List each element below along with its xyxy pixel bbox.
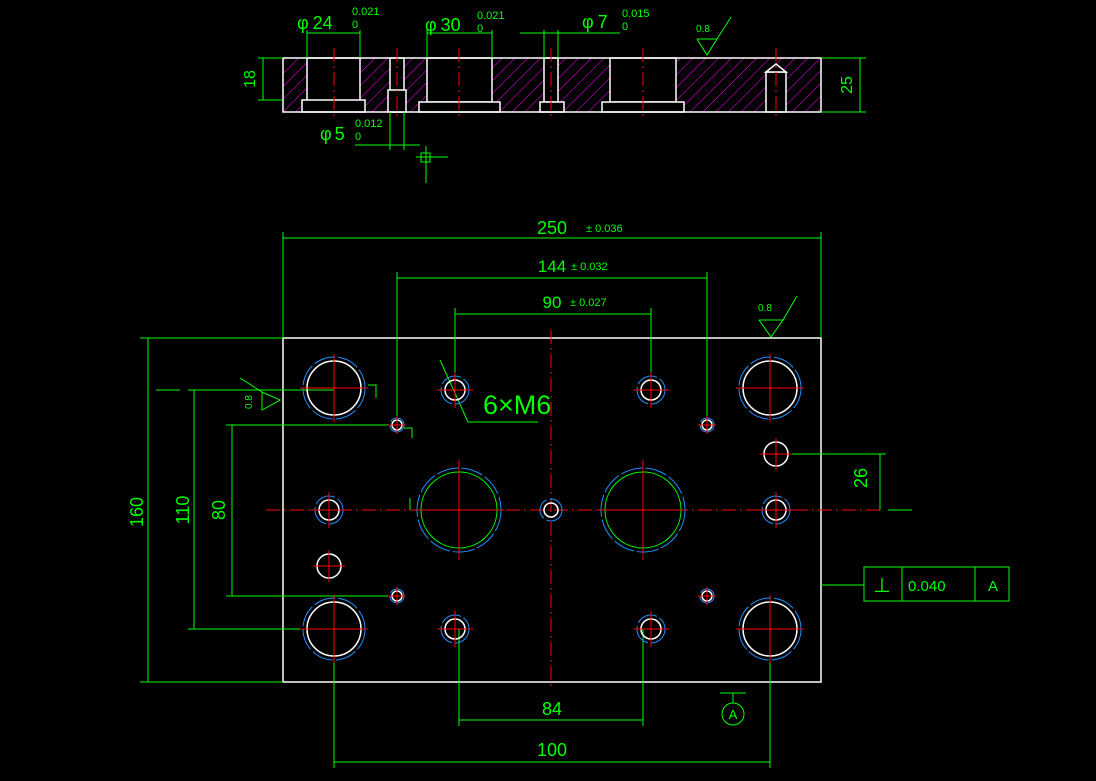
dim-d30-lo: 0 xyxy=(477,23,483,35)
bore-bottom-left xyxy=(300,595,368,663)
dim-144: 144 xyxy=(538,257,566,276)
roughness-section: 0.8 xyxy=(696,24,710,35)
dim-d7-up: 0.015 xyxy=(622,8,650,20)
dim-h18: 18 xyxy=(242,70,259,88)
tolerance-datum: A xyxy=(988,578,998,595)
m6-hole xyxy=(758,492,794,528)
bore-center-right xyxy=(598,465,688,555)
dim-90: 90 xyxy=(543,293,562,312)
bore-center-left xyxy=(414,465,504,555)
pin-holes xyxy=(388,416,716,605)
section-dim-lines xyxy=(258,16,866,183)
dim-90-tol: ± 0.027 xyxy=(570,297,607,309)
section-outline xyxy=(282,57,822,113)
m6-hole xyxy=(633,611,669,647)
dim-h25: 25 xyxy=(839,76,856,94)
dim-250: 250 xyxy=(537,218,567,238)
plan-dim-lines xyxy=(140,232,1010,768)
dim-110: 110 xyxy=(173,496,193,525)
pin-hole xyxy=(388,587,406,605)
dim-26: 26 xyxy=(851,468,871,488)
center-hole xyxy=(539,498,563,522)
bore-bottom-right xyxy=(736,595,804,663)
dim-100: 100 xyxy=(537,740,567,760)
dowel-hole xyxy=(760,438,792,470)
dim-144-tol: ± 0.032 xyxy=(571,261,608,273)
tolerance-frame-box xyxy=(863,566,1010,602)
dowel-holes xyxy=(313,438,792,582)
plan-view: 250 ± 0.036 144 ± 0.032 90 ± 0.027 160 1… xyxy=(127,218,1010,768)
pin-hole xyxy=(698,587,716,605)
m6-hole xyxy=(633,372,669,408)
dim-250-tol: ± 0.036 xyxy=(586,223,623,235)
section-centerlines xyxy=(333,48,777,120)
center-bores xyxy=(414,465,688,555)
dim-84: 84 xyxy=(542,699,562,719)
dim-160: 160 xyxy=(127,497,147,527)
datum-label: A xyxy=(729,707,738,722)
bore-top-right xyxy=(736,354,804,422)
dim-d5-lo: 0 xyxy=(355,131,361,143)
roughness-top: 0.8 xyxy=(758,303,772,314)
dim-d30-up: 0.021 xyxy=(477,10,505,22)
corner-bores xyxy=(300,354,804,663)
thread-callout: 6×M6 xyxy=(483,390,551,420)
m6-hole xyxy=(311,492,347,528)
bore-top-left xyxy=(300,354,368,422)
dim-d24-up: 0.021 xyxy=(352,6,380,18)
dim-d5-up: 0.012 xyxy=(355,118,383,130)
dowel-hole xyxy=(313,550,345,582)
pin-hole xyxy=(388,416,406,434)
m6-hole xyxy=(437,372,473,408)
tolerance-value: 0.040 xyxy=(908,578,946,595)
dim-80: 80 xyxy=(209,500,229,520)
dim-d7-lo: 0 xyxy=(622,21,628,33)
m6-holes xyxy=(311,372,794,647)
roughness-left: 0.8 xyxy=(244,395,255,409)
m6-hole xyxy=(437,611,473,647)
pin-hole xyxy=(698,416,716,434)
dim-d24-lo: 0 xyxy=(352,19,358,31)
tolerance-symbol: ⊥ xyxy=(873,575,890,597)
